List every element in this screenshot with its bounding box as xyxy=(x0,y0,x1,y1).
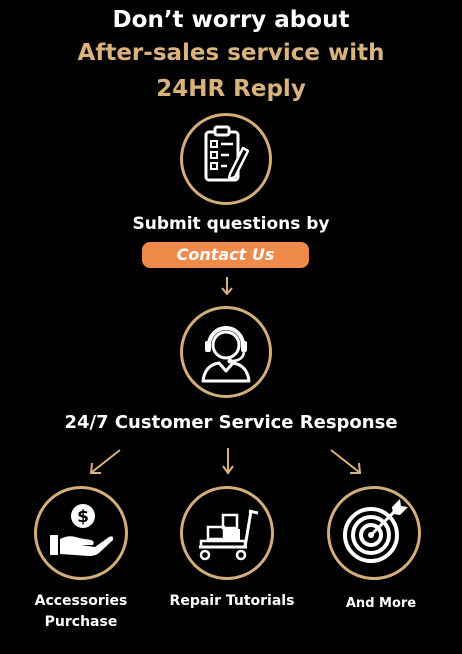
dollar-hand-icon: $ xyxy=(34,486,128,580)
headline-line-3: 24HR Reply xyxy=(156,76,306,102)
checklist-icon xyxy=(180,113,272,205)
arrow-down-center-icon xyxy=(222,448,234,475)
submit-questions-text: Submit questions by xyxy=(132,214,330,234)
headset-agent-icon xyxy=(180,306,272,398)
target-arrow-icon xyxy=(327,486,421,580)
option-label-accessories: Accessories Purchase xyxy=(11,591,151,633)
arrow-down-right-icon xyxy=(330,449,362,474)
tool-cart-icon xyxy=(180,486,274,580)
contact-us-button[interactable]: Contact Us xyxy=(142,242,309,268)
option-label-line-2: Purchase xyxy=(44,614,118,630)
arrow-down-left-icon xyxy=(89,449,121,474)
headline-line-1: Don’t worry about xyxy=(112,7,350,33)
option-label-line-1: Accessories xyxy=(34,593,128,609)
svg-text:$: $ xyxy=(77,507,89,527)
arrow-down-icon xyxy=(221,277,233,296)
customer-service-response-text: 24/7 Customer Service Response xyxy=(64,412,398,433)
option-label-and-more: And More xyxy=(345,596,417,611)
headline-line-2: After-sales service with xyxy=(77,40,385,66)
option-label-repair-tutorials: Repair Tutorials xyxy=(169,593,295,609)
